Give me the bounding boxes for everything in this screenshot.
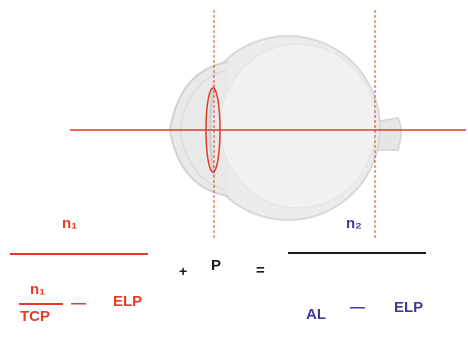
lens-icon bbox=[205, 87, 221, 173]
inner-numerator-n1: n₁ bbox=[30, 281, 46, 298]
right-numerator-n2: n₂ bbox=[346, 215, 362, 232]
right-fraction-line bbox=[288, 252, 426, 254]
left-minus-sign: — bbox=[71, 295, 86, 312]
right-minus-sign: — bbox=[350, 299, 365, 316]
right-al-label: AL bbox=[306, 306, 326, 323]
inner-denominator-tcp: TCP bbox=[20, 308, 50, 325]
left-elp-label: ELP bbox=[113, 293, 143, 310]
inner-fraction-line bbox=[19, 303, 63, 305]
eye-illustration-icon bbox=[168, 35, 402, 221]
equals-sign: = bbox=[256, 262, 265, 279]
power-label-p: P bbox=[211, 257, 222, 274]
right-elp-label: ELP bbox=[394, 299, 424, 316]
plus-sign: + bbox=[179, 263, 188, 279]
left-numerator-n1: n₁ bbox=[62, 215, 78, 232]
left-fraction-line bbox=[10, 253, 148, 255]
